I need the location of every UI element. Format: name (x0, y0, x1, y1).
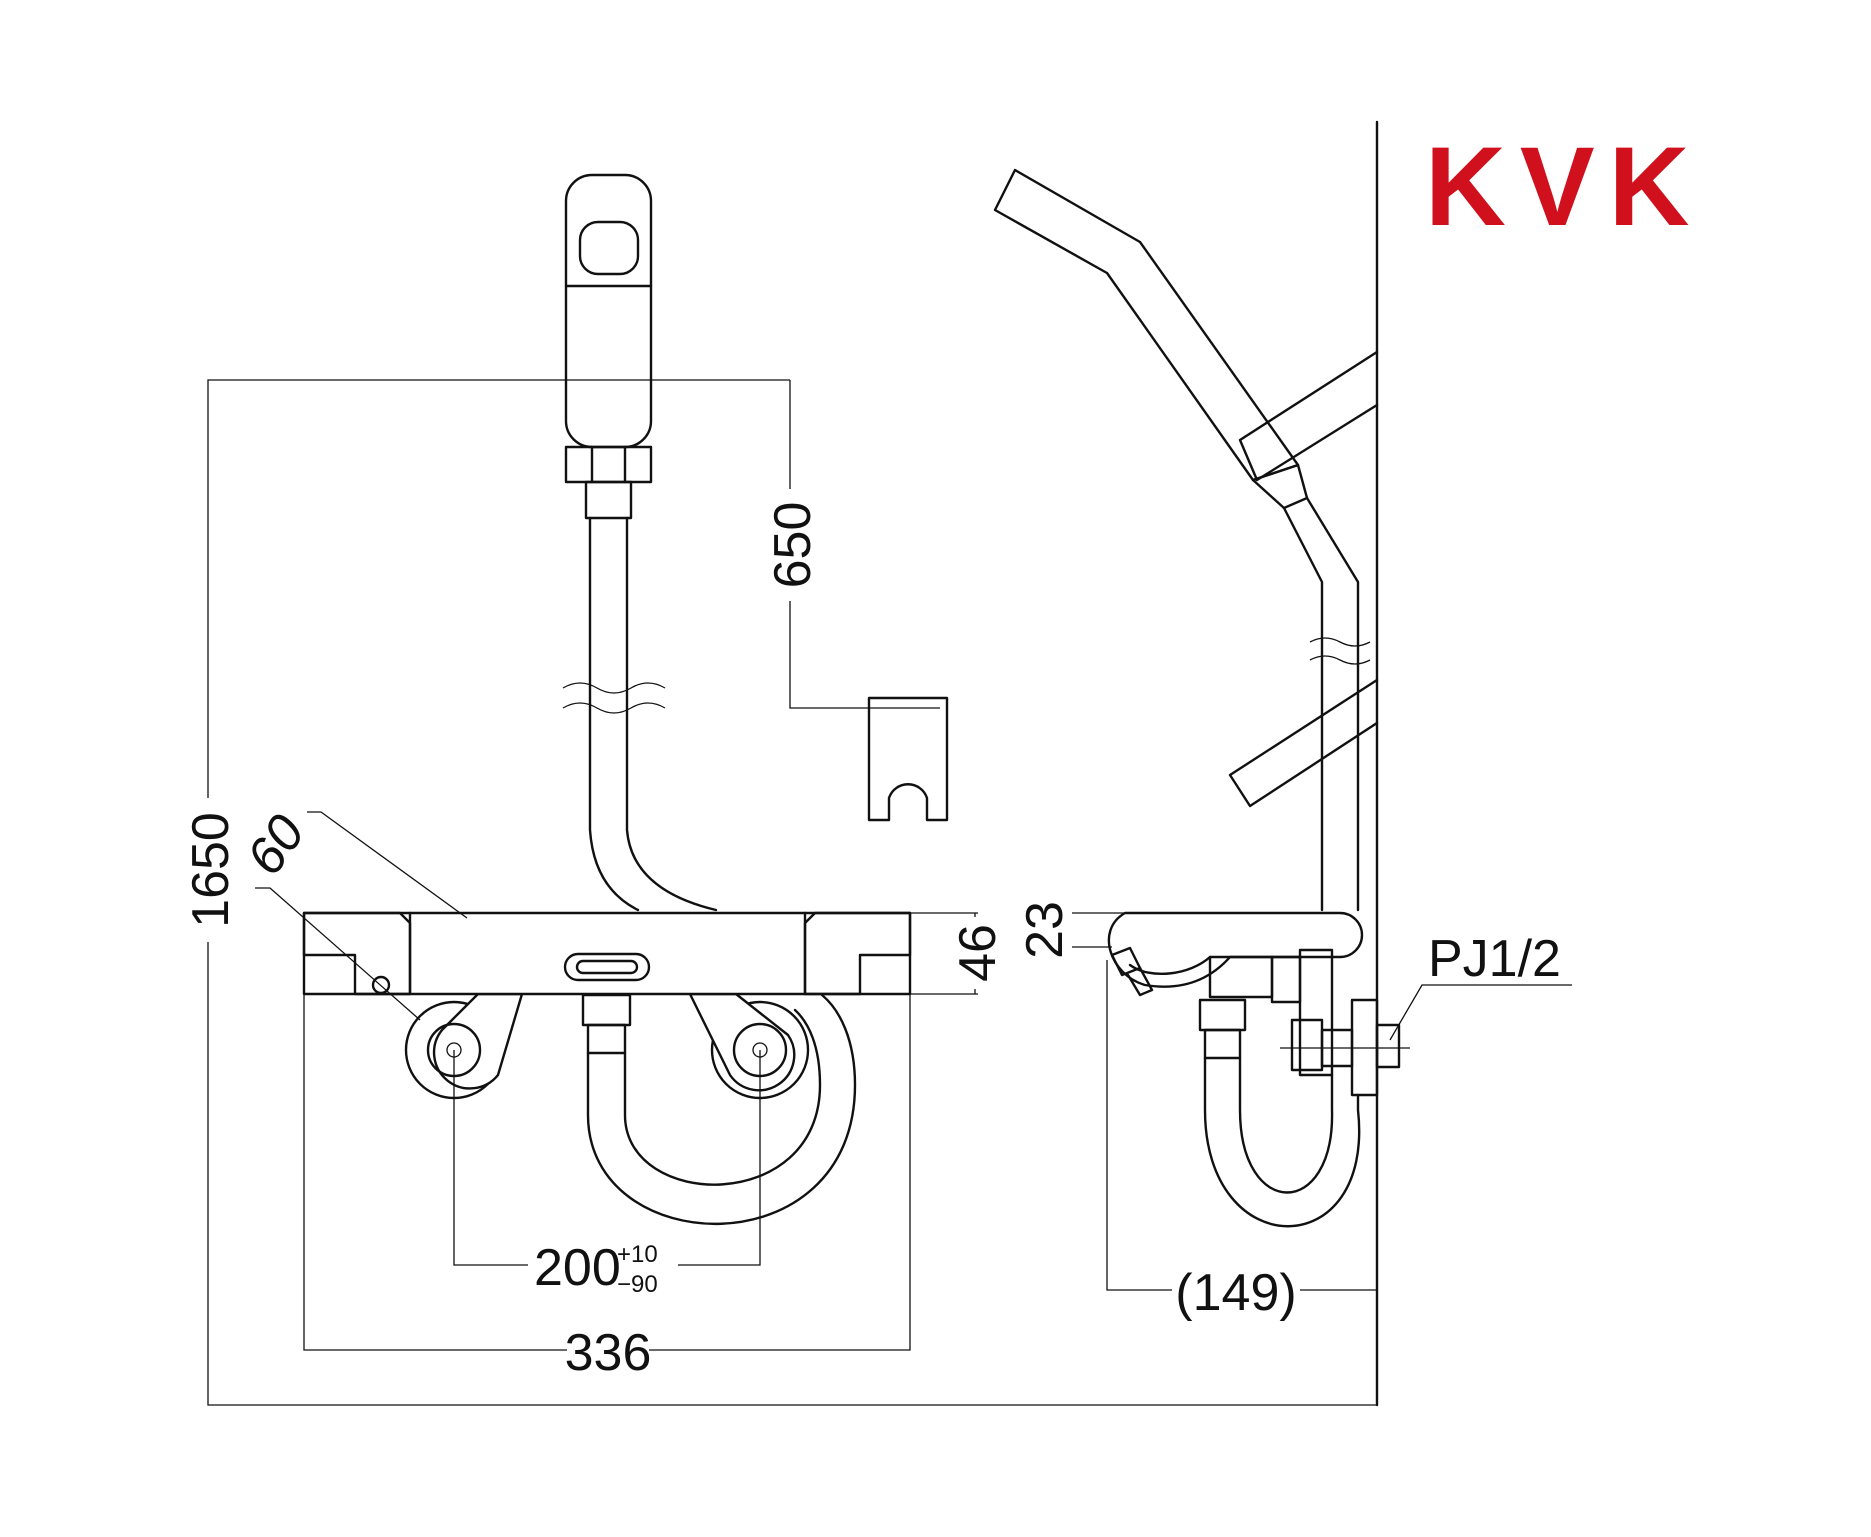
side-view (993, 168, 1572, 1291)
mixer-body-side (1107, 911, 1410, 1097)
depth-label: (149) (1175, 1264, 1296, 1322)
angle-label: 60 (236, 805, 317, 886)
side-body-height-label: 23 (1016, 901, 1074, 959)
center-tol-minus-label: −90 (617, 1271, 658, 1298)
pipe-thread-label: PJ1/2 (1428, 930, 1561, 988)
body-height-label: 46 (949, 924, 1007, 982)
lower-hose-loop (581, 993, 857, 1226)
shower-hose (562, 516, 718, 912)
center-distance-label: 200 (534, 1239, 621, 1297)
hand-shower-side (993, 168, 1371, 912)
logo-text: KVK (1425, 124, 1703, 249)
kvk-logo: KVK (1424, 123, 1703, 251)
shower-to-holder-label: 650 (764, 502, 822, 589)
shower-holder (867, 696, 949, 822)
hand-shower-head (564, 173, 653, 520)
dimension-labels: 1650 650 60 46 23 200 +10 −90 336 (149) (182, 489, 1561, 1382)
right-supply-elbow (688, 992, 810, 1100)
front-view (207, 173, 1377, 1406)
mixer-body-front (302, 911, 912, 996)
center-tol-plus-label: +10 (617, 1241, 658, 1268)
overall-width-label: 336 (565, 1324, 652, 1382)
lower-hose-side (1198, 998, 1361, 1228)
left-supply-elbow (404, 992, 524, 1100)
overall-height-label: 1650 (182, 812, 240, 928)
